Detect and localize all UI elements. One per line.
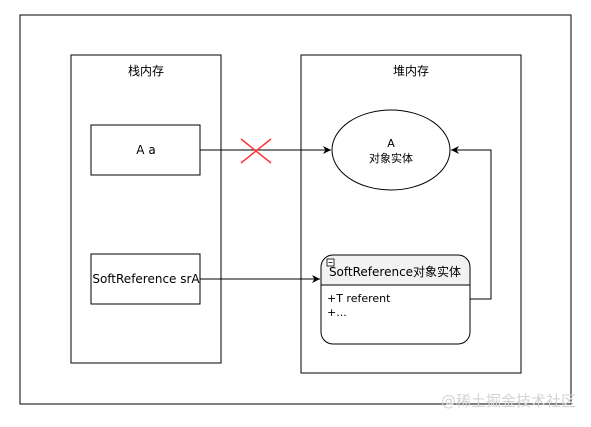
object-a-line1: A	[387, 137, 395, 150]
field-more: +...	[327, 306, 347, 319]
stack-memory-region	[70, 54, 222, 364]
reference-a-box	[90, 124, 201, 176]
field-referent: +T referent	[327, 292, 391, 305]
soft-reference-sra-box	[90, 253, 201, 305]
watermark: @稀土掘金技术社区	[441, 392, 576, 410]
stack-memory-title: 栈内存	[128, 63, 164, 78]
reference-a-label: A a	[136, 143, 155, 157]
referent-arrow	[451, 146, 492, 300]
heap-memory-region	[300, 54, 522, 374]
soft-reference-object-card: SoftReference对象实体 +T referent +...	[320, 254, 471, 345]
object-a-ellipse	[331, 109, 451, 191]
card-header-bg	[321, 255, 470, 285]
soft-reference-object-header: SoftReference对象实体	[329, 264, 461, 279]
soft-reference-sra-label: SoftReference srA	[92, 272, 200, 286]
broken-reference-cross-icon	[240, 138, 272, 164]
heap-memory-title: 堆内存	[393, 64, 429, 78]
object-a-line2: 对象实体	[369, 151, 413, 165]
outer-frame	[19, 14, 572, 405]
